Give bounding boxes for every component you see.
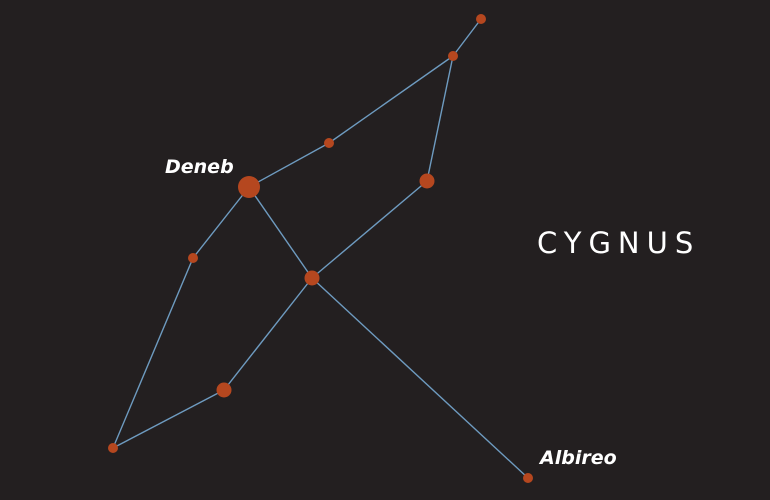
star-s6 — [188, 253, 198, 263]
star-sadr — [304, 270, 320, 286]
connection-s6-s9 — [112, 257, 194, 449]
connection-s2-s5 — [426, 55, 454, 182]
star-deneb — [238, 176, 260, 198]
star-label-deneb: Deneb — [165, 156, 234, 178]
constellation-title: CYGNUS — [537, 226, 700, 260]
connection-s2-s3 — [328, 55, 454, 144]
star-label-albireo: Albireo — [538, 447, 617, 469]
star-s1 — [476, 14, 486, 24]
star-s8 — [216, 382, 232, 398]
connection-s5-sadr — [311, 180, 428, 279]
star-s2 — [448, 51, 458, 61]
star-s5 — [419, 173, 435, 189]
connection-s8-sadr — [223, 277, 313, 391]
star-s3 — [324, 138, 334, 148]
constellation-lines — [112, 18, 529, 479]
connection-deneb-s6 — [192, 186, 250, 259]
constellation-stars — [108, 14, 533, 483]
connection-sadr-albireo — [311, 277, 529, 479]
connection-s1-s2 — [452, 18, 482, 57]
connection-s9-s8 — [112, 389, 225, 449]
star-albireo — [523, 473, 533, 483]
connection-s3-deneb — [248, 142, 330, 188]
connection-deneb-sadr — [248, 186, 313, 279]
star-s9 — [108, 443, 118, 453]
